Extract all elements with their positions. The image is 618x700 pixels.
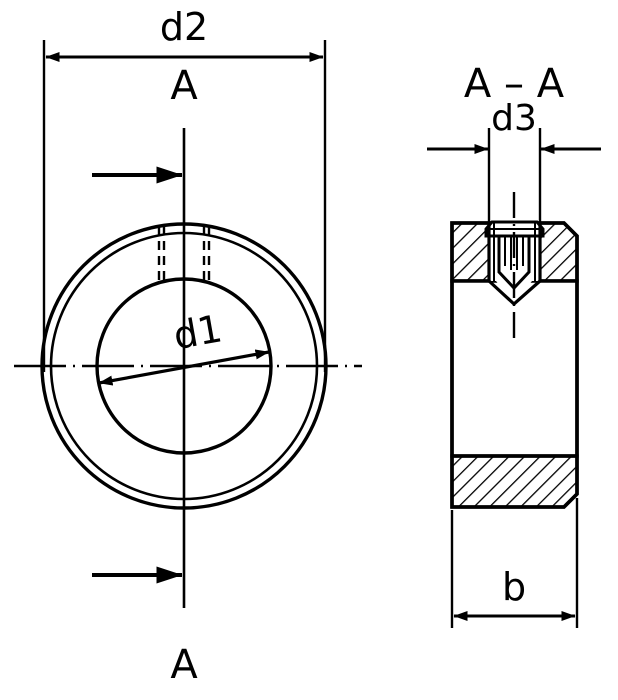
section-letter-a-bottom: A [170,642,198,688]
section-view-group: A – A d3 [427,61,601,628]
section-middle-body [450,279,579,458]
dimension-b: b [450,498,579,628]
dimension-label-d3: d3 [491,98,537,139]
dimension-label-b: b [502,565,526,609]
front-view-group: d2 A [14,5,362,688]
set-screw-pocket-knockout [489,223,540,304]
section-letter-a-top: A [170,63,198,109]
collar-bore-circle [95,277,273,455]
section-view-title: A – A [464,61,565,107]
section-body-outline [450,221,579,509]
dimension-label-d1: d1 [170,306,225,358]
collar-outer-circle [40,222,328,510]
dimension-d2: d2 [42,5,327,372]
dimension-label-d2: d2 [160,5,208,49]
dimension-d1: d1 [98,306,270,386]
d1-dimension-line [98,349,270,386]
hidden-set-screw-lines [157,226,211,281]
section-lower-hatch-band [450,454,579,509]
collar-chamfer-circle [49,231,319,501]
dimension-d3: d3 [427,98,601,228]
